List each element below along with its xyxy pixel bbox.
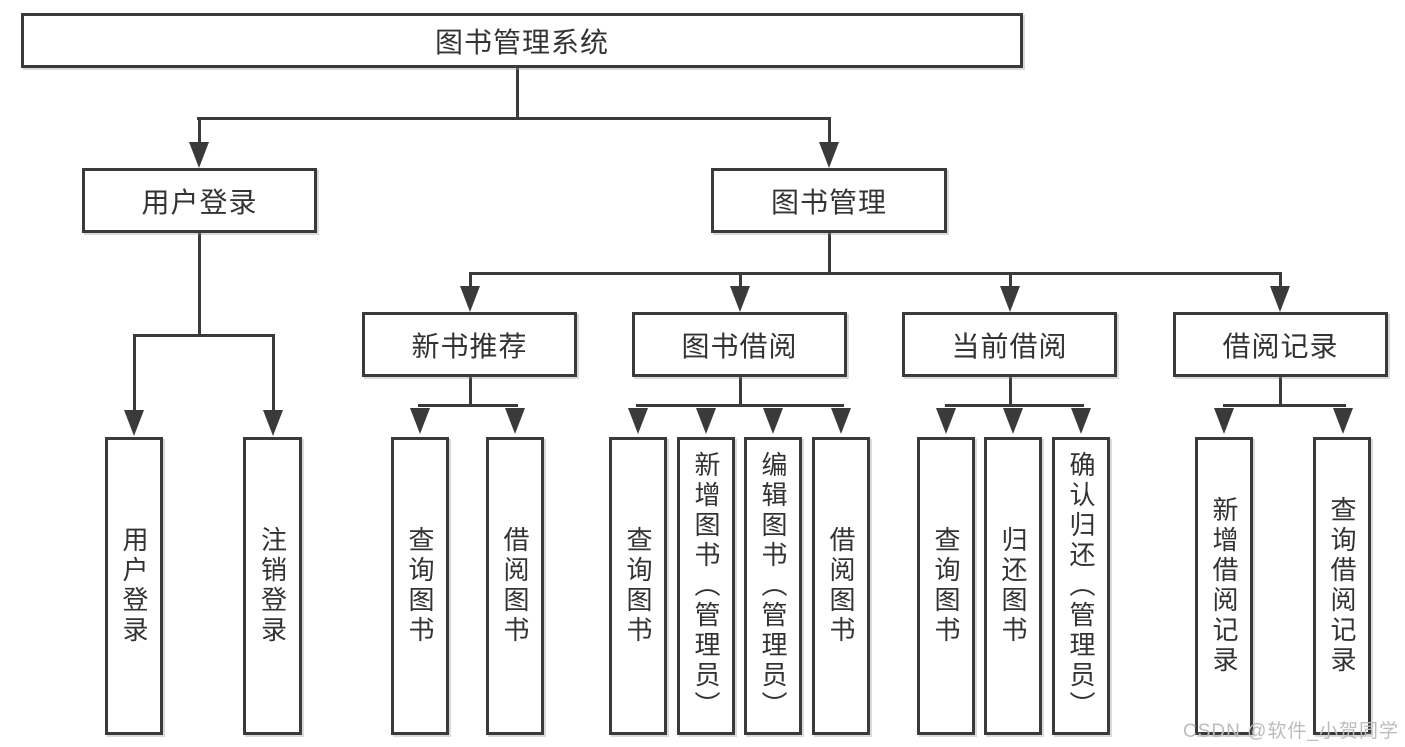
connector-line — [1279, 377, 1282, 407]
node-root-label: 图书管理系统 — [434, 26, 609, 58]
arrowhead-icon — [263, 410, 283, 436]
connector-line — [469, 272, 472, 288]
node-user-login: 用户登录 — [82, 168, 317, 233]
leaf-query-borrow-record-label: 查询借阅记录 — [1327, 496, 1357, 676]
leaf-borrow-query-book: 查询图书 — [609, 437, 667, 735]
arrowhead-icon — [410, 408, 430, 434]
connector-line — [418, 404, 518, 407]
arrowhead-icon — [124, 410, 144, 436]
leaf-add-book-admin-label: 新增图书（管理员） — [691, 451, 721, 721]
node-borrow-record: 借阅记录 — [1173, 312, 1388, 377]
node-current-borrow-label: 当前借阅 — [951, 330, 1068, 362]
connector-line — [469, 377, 472, 407]
arrowhead-icon — [1333, 408, 1353, 434]
arrowhead-icon — [1214, 408, 1234, 434]
leaf-borrow-book: 借阅图书 — [812, 437, 870, 735]
leaf-edit-book-admin: 编辑图书（管理员） — [744, 437, 802, 735]
connector-line — [272, 334, 275, 412]
connector-line — [133, 334, 275, 337]
leaf-user-login: 用户登录 — [105, 437, 163, 735]
leaf-confirm-return-admin: 确认归还（管理员） — [1052, 437, 1110, 735]
connector-line — [133, 334, 136, 412]
arrowhead-icon — [189, 142, 209, 168]
arrowhead-icon — [505, 408, 525, 434]
leaf-logout: 注销登录 — [243, 437, 302, 735]
connector-line — [469, 272, 1282, 275]
connector-line — [1279, 272, 1282, 288]
connector-line — [828, 233, 831, 275]
arrowhead-icon — [460, 286, 480, 312]
leaf-recommend-query-book-label: 查询图书 — [405, 526, 435, 646]
leaf-user-login-label: 用户登录 — [119, 526, 149, 646]
connector-line — [197, 117, 831, 120]
node-book-borrow: 图书借阅 — [632, 312, 847, 377]
connector-line — [1223, 404, 1346, 407]
arrowhead-icon — [1071, 408, 1091, 434]
node-user-login-label: 用户登录 — [141, 186, 258, 218]
leaf-borrow-query-book-label: 查询图书 — [623, 526, 653, 646]
connector-line — [739, 272, 742, 288]
leaf-edit-book-admin-label: 编辑图书（管理员） — [758, 451, 788, 721]
leaf-confirm-return-admin-label: 确认归还（管理员） — [1066, 451, 1096, 721]
arrowhead-icon — [831, 408, 851, 434]
connector-line — [1009, 272, 1012, 288]
leaf-recommend-query-book: 查询图书 — [391, 437, 449, 735]
leaf-add-book-admin: 新增图书（管理员） — [677, 437, 735, 735]
node-book-management: 图书管理 — [711, 168, 947, 233]
connector-line — [945, 404, 1084, 407]
leaf-recommend-borrow-book: 借阅图书 — [486, 437, 544, 735]
leaf-current-query-book: 查询图书 — [917, 437, 975, 735]
arrowhead-icon — [763, 408, 783, 434]
leaf-recommend-borrow-book-label: 借阅图书 — [500, 526, 530, 646]
arrowhead-icon — [730, 286, 750, 312]
node-current-borrow: 当前借阅 — [902, 312, 1117, 377]
node-new-book-recommend: 新书推荐 — [362, 312, 577, 377]
node-root: 图书管理系统 — [21, 13, 1023, 68]
leaf-query-borrow-record: 查询借阅记录 — [1313, 437, 1371, 735]
arrowhead-icon — [628, 408, 648, 434]
node-book-borrow-label: 图书借阅 — [681, 330, 798, 362]
leaf-borrow-book-label: 借阅图书 — [826, 526, 856, 646]
leaf-add-borrow-record-label: 新增借阅记录 — [1209, 496, 1239, 676]
arrowhead-icon — [1000, 286, 1020, 312]
arrowhead-icon — [819, 142, 839, 168]
leaf-return-book-label: 归还图书 — [998, 526, 1028, 646]
leaf-current-query-book-label: 查询图书 — [931, 526, 961, 646]
node-book-management-label: 图书管理 — [770, 186, 887, 218]
leaf-add-borrow-record: 新增借阅记录 — [1195, 437, 1253, 735]
connector-line — [828, 117, 831, 145]
arrowhead-icon — [1270, 286, 1290, 312]
node-borrow-record-label: 借阅记录 — [1222, 330, 1339, 362]
arrowhead-icon — [696, 408, 716, 434]
watermark: CSDN @软件_小贺同学 — [1183, 721, 1399, 742]
arrowhead-icon — [1003, 408, 1023, 434]
leaf-return-book: 归还图书 — [984, 437, 1042, 735]
node-new-book-recommend-label: 新书推荐 — [411, 330, 528, 362]
connector-line — [1009, 377, 1012, 407]
connector-line — [739, 377, 742, 407]
connector-line — [636, 404, 844, 407]
connector-line — [198, 233, 201, 336]
leaf-logout-label: 注销登录 — [257, 526, 288, 646]
connector-line — [516, 66, 519, 119]
arrowhead-icon — [936, 408, 956, 434]
connector-line — [198, 117, 201, 145]
